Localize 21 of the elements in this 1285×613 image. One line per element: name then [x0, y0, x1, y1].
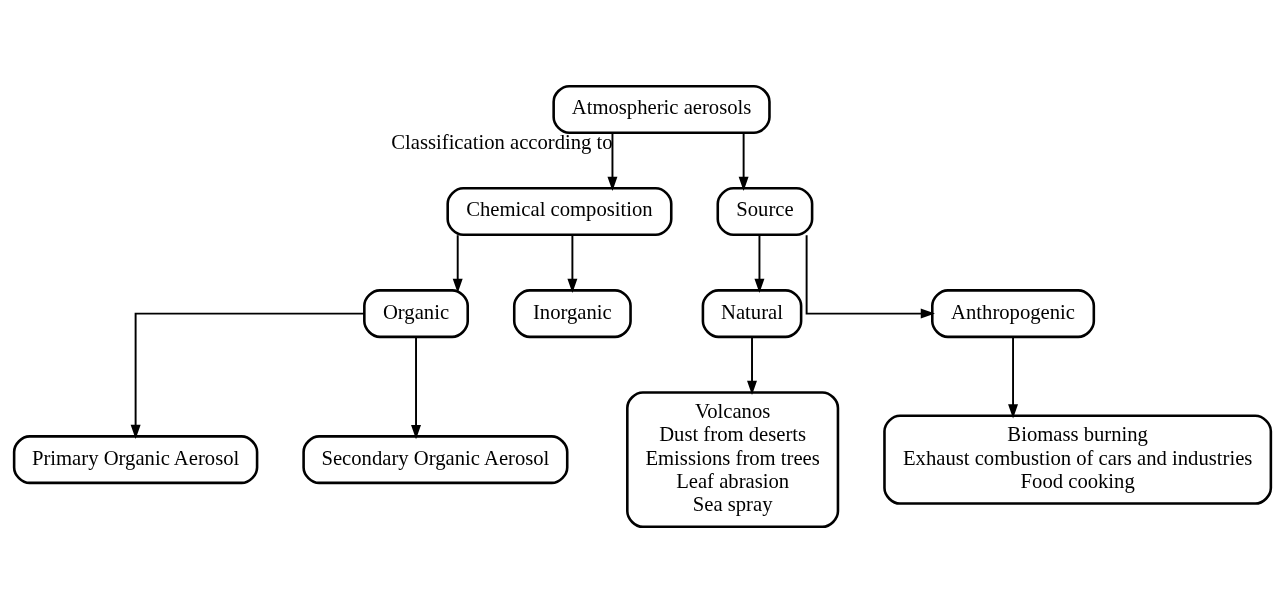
- node-box: Natural: [701, 289, 803, 339]
- arrow: [130, 312, 366, 440]
- node-box: Anthropogenic: [931, 289, 1096, 339]
- node-box: Atmospheric aerosols: [552, 84, 771, 134]
- node-box: Organic: [363, 289, 469, 339]
- node-box: Volcanos Dust from deserts Emissions from trees Leaf abrasion Sea spray: [626, 391, 840, 529]
- arrow: [805, 234, 935, 319]
- arrow: [747, 336, 757, 396]
- node-box: Biomass burning Exhaust combustion of cars and industries Food cooking: [883, 414, 1273, 505]
- node-box: Secondary Organic Aerosol: [302, 435, 569, 485]
- node-box: Source: [716, 186, 814, 237]
- arrow: [567, 234, 578, 293]
- node-box: Primary Organic Aerosol: [12, 435, 259, 485]
- arrow: [452, 234, 463, 293]
- arrow: [754, 234, 765, 293]
- arrow: [411, 336, 421, 440]
- node-box: Inorganic: [512, 289, 632, 339]
- arrow: [607, 132, 618, 191]
- node-box: Chemical composition: [446, 186, 673, 237]
- arrow: [1008, 336, 1019, 419]
- arrow: [738, 132, 749, 191]
